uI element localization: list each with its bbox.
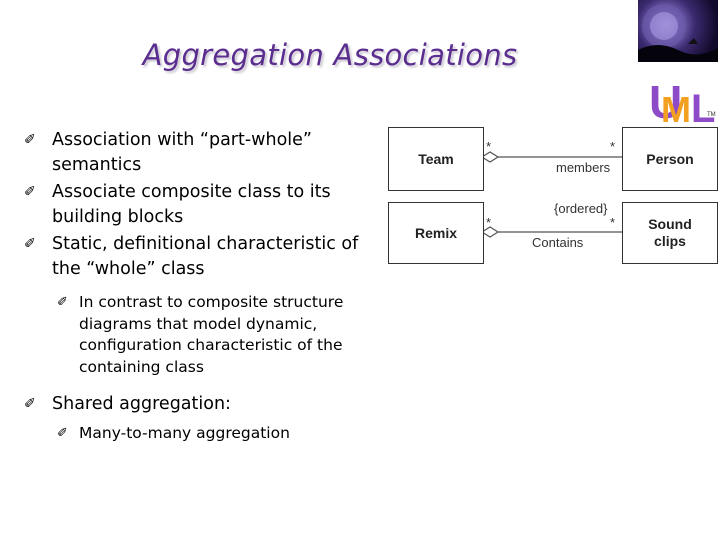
uml-logo: U M L TM <box>647 66 717 131</box>
aggregation-diamond-icon <box>480 151 500 163</box>
sub-bullet-item: ✐ Many-to-many aggregation <box>57 423 384 445</box>
pencil-bullet-icon: ✐ <box>24 132 36 148</box>
class-remix-label: Remix <box>414 224 458 241</box>
constraint-ordered: {ordered} <box>554 201 608 216</box>
svg-text:M: M <box>661 89 691 126</box>
pencil-bullet-icon: ✐ <box>24 184 36 200</box>
sub-bullet-list: ✐ In contrast to composite structure dia… <box>24 292 384 378</box>
multiplicity-remix: * <box>486 215 492 230</box>
class-team-label: Team <box>418 150 454 167</box>
class-remix: Remix <box>388 202 484 264</box>
sub-bullet-text: In contrast to composite structure diagr… <box>79 293 344 376</box>
bullet-item: ✐ Associate composite class to its build… <box>24 180 384 230</box>
pencil-bullet-icon: ✐ <box>57 295 68 310</box>
bullet-text: Static, definitional characteristic of t… <box>52 234 359 279</box>
multiplicity-person: * <box>610 139 616 154</box>
aggregation-diamond-icon <box>480 226 500 238</box>
bullet-list: ✐ Association with “part-whole” semantic… <box>24 128 384 459</box>
sub-bullet-text: Many-to-many aggregation <box>79 424 290 442</box>
bullet-item: ✐ Static, definitional characteristic of… <box>24 232 384 282</box>
role-contains: Contains <box>532 235 584 250</box>
decorative-photo <box>638 0 718 62</box>
bullet-item: ✐ Association with “part-whole” semantic… <box>24 128 384 178</box>
class-sound-clips-label: Sound clips <box>648 216 692 249</box>
bullet-text: Shared aggregation: <box>52 394 231 414</box>
pencil-bullet-icon: ✐ <box>24 236 36 252</box>
svg-text:U: U <box>649 76 682 126</box>
multiplicity-sound-clips: * <box>610 215 616 230</box>
uml-class-diagram: Team Person Remix Sound clips * * member… <box>386 125 720 265</box>
logo-tm: TM <box>707 112 716 118</box>
class-sound-clips: Sound clips <box>622 202 718 264</box>
sub-bullet-list: ✐ Many-to-many aggregation <box>24 423 384 445</box>
pencil-bullet-icon: ✐ <box>57 426 68 441</box>
bullet-text: Associate composite class to its buildin… <box>52 182 331 227</box>
svg-text:L: L <box>691 87 715 126</box>
multiplicity-team: * <box>486 139 492 154</box>
pencil-bullet-icon: ✐ <box>24 396 36 412</box>
role-members: members <box>556 160 611 175</box>
bullet-item: ✐ Shared aggregation: <box>24 392 384 417</box>
association-lines <box>480 151 622 238</box>
class-person-label: Person <box>646 150 694 167</box>
bullet-text: Association with “part-whole” semantics <box>52 130 312 175</box>
sub-bullet-item: ✐ In contrast to composite structure dia… <box>57 292 384 378</box>
class-team: Team <box>388 127 484 191</box>
slide-title: Aggregation Associations <box>142 38 518 72</box>
class-person: Person <box>622 127 718 191</box>
